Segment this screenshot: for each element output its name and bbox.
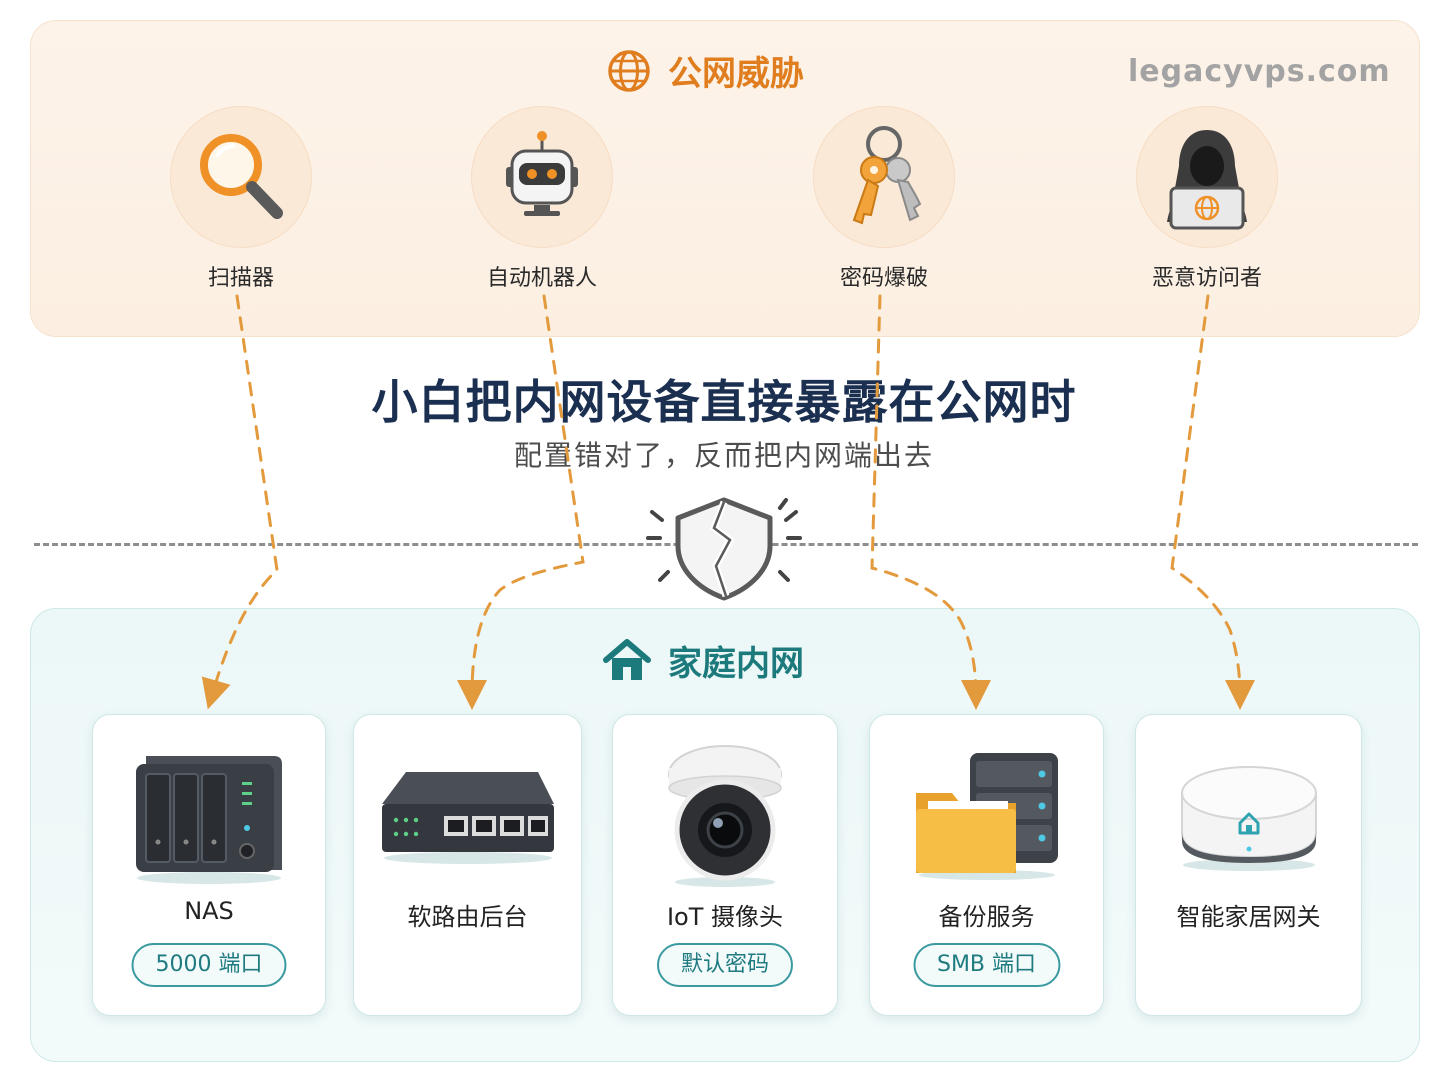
globe-icon (608, 49, 650, 92)
threat-label: 恶意访问者 (1151, 266, 1262, 291)
arrow-bruteforce-to-backup (870, 294, 991, 710)
device-card-nas[interactable]: NAS 5000 端口 (92, 714, 326, 1016)
home-section-title: 家庭内网 (602, 636, 804, 685)
threat-attacker: 恶意访问者 (1097, 106, 1317, 292)
magnifier-icon (200, 134, 283, 219)
sub-title: 配置错对了，反而把内网端出去 (513, 439, 934, 472)
arrow-attacker-to-hub (1170, 294, 1255, 710)
device-label: 备份服务 (938, 903, 1035, 931)
camera-icon (668, 745, 782, 887)
device-label: 智能家居网关 (1176, 903, 1321, 931)
router-icon (381, 772, 554, 864)
home-title-text: 家庭内网 (668, 644, 804, 684)
nas-icon (136, 756, 282, 884)
threat-label: 扫描器 (207, 266, 274, 291)
arrow-bot-to-router (457, 294, 585, 710)
hacker-icon (1167, 130, 1247, 230)
threat-bot: 自动机器人 (432, 106, 652, 292)
default-password-badge: 默认密码 (656, 943, 794, 987)
arrow-scanner-to-nas (201, 294, 279, 710)
device-label: NAS (184, 897, 234, 925)
threat-title-text: 公网威胁 (668, 54, 804, 94)
threat-section-title: 公网威胁 (606, 46, 804, 95)
robot-icon (506, 131, 578, 216)
port-badge: 5000 端口 (131, 943, 287, 987)
house-icon (603, 638, 651, 680)
main-title: 小白把内网设备直接暴露在公网时 (371, 375, 1077, 429)
broken-shield-icon (646, 497, 802, 601)
watermark: legacyvps.com (1128, 54, 1391, 89)
smb-port-badge: SMB 端口 (912, 943, 1061, 987)
device-card-backup[interactable]: 备份服务 SMB 端口 (869, 714, 1104, 1016)
threat-label: 自动机器人 (486, 266, 597, 291)
device-card-router[interactable]: 软路由后台 (353, 714, 582, 1016)
smart-hub-icon (1180, 766, 1317, 871)
device-card-camera[interactable]: IoT 摄像头 默认密码 (612, 714, 838, 1016)
keys-icon (852, 126, 922, 225)
threat-scanner: 扫描器 (131, 106, 351, 292)
device-card-smart-hub[interactable]: 智能家居网关 (1135, 714, 1362, 1016)
device-label: IoT 摄像头 (666, 903, 784, 931)
backup-server-icon (915, 753, 1058, 880)
threat-brute-force: 密码爆破 (774, 106, 994, 292)
threat-label: 密码爆破 (839, 266, 928, 291)
device-label: 软路由后台 (407, 903, 528, 931)
